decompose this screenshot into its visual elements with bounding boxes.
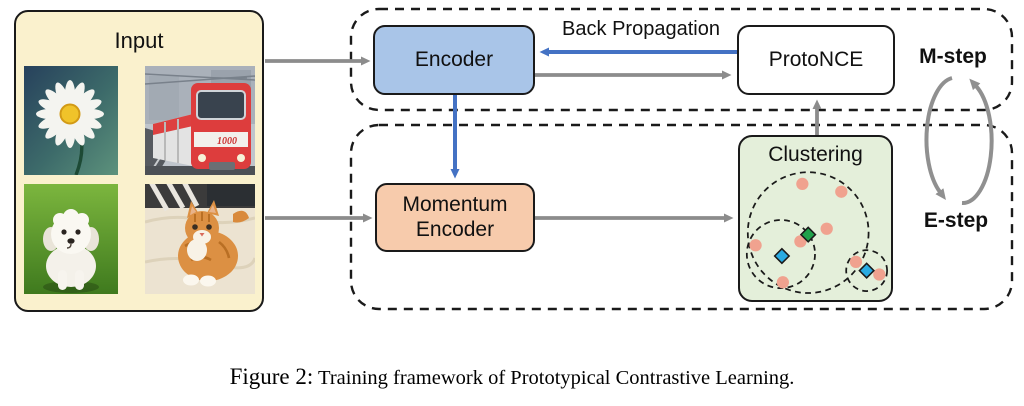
e-step-label: E-step (923, 209, 989, 232)
e-step-dashed-frame (349, 123, 1014, 311)
embedding-dot (849, 255, 863, 268)
prototype-diamond-blue (858, 262, 875, 279)
cluster-boundary-circle (845, 249, 888, 292)
figure-caption-text: Training framework of Prototypical Contr… (313, 367, 795, 389)
input-image-orange-cat (145, 184, 255, 294)
embedding-dot (749, 239, 762, 252)
momentum-encoder-label-line1: Momentum (402, 193, 508, 217)
train-number-text: 1000 (217, 136, 237, 147)
embedding-dot (873, 268, 886, 281)
input-image-white-puppy (24, 184, 118, 294)
back-propagation-label: Back Propagation (562, 18, 720, 40)
cluster-boundary-circle (746, 171, 870, 294)
figure-caption-number: Figure 2: (229, 364, 314, 389)
input-image-red-train: 1000 (145, 66, 255, 175)
embedding-dot (796, 177, 809, 191)
momentum-encoder-box: Momentum Encoder (375, 183, 535, 252)
embedding-dot (835, 185, 848, 198)
m-step-label: M-step (919, 45, 987, 68)
clustering-label: Clustering (768, 143, 863, 166)
momentum-encoder-label-line2: Encoder (415, 217, 495, 241)
encoder-box: Encoder (373, 25, 535, 95)
input-panel-title: Input (114, 28, 164, 53)
clustering-scatter (745, 171, 888, 294)
embedding-dot (776, 276, 790, 289)
embedding-dot (820, 222, 833, 235)
cycle-arrow-e-to-m (961, 78, 994, 206)
protonce-box: ProtoNCE (737, 25, 895, 95)
input-panel: Input (14, 10, 264, 312)
clustering-box: Clustering (738, 135, 893, 302)
prototype-diamond-green (799, 226, 817, 243)
cycle-arrow-m-to-e (924, 76, 953, 201)
encoder-label: Encoder (414, 47, 494, 71)
figure-caption: Figure 2: Training framework of Prototyp… (0, 364, 1024, 390)
protonce-label: ProtoNCE (768, 47, 864, 71)
prototype-diamond-blue (773, 247, 791, 265)
embedding-dot (794, 235, 807, 248)
input-image-daisy-flower (24, 66, 118, 175)
